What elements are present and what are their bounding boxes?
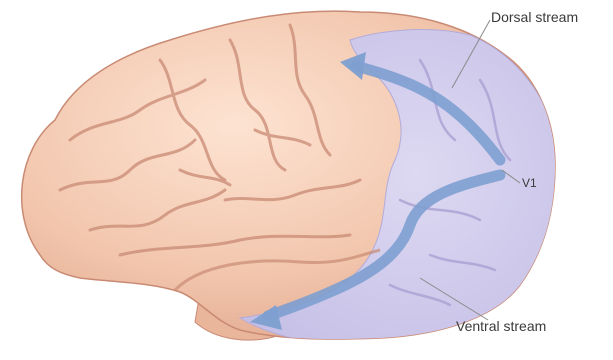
ventral-stream-label: Ventral stream — [456, 318, 546, 334]
dorsal-stream-label: Dorsal stream — [491, 9, 578, 25]
v1-label: V1 — [522, 176, 537, 190]
